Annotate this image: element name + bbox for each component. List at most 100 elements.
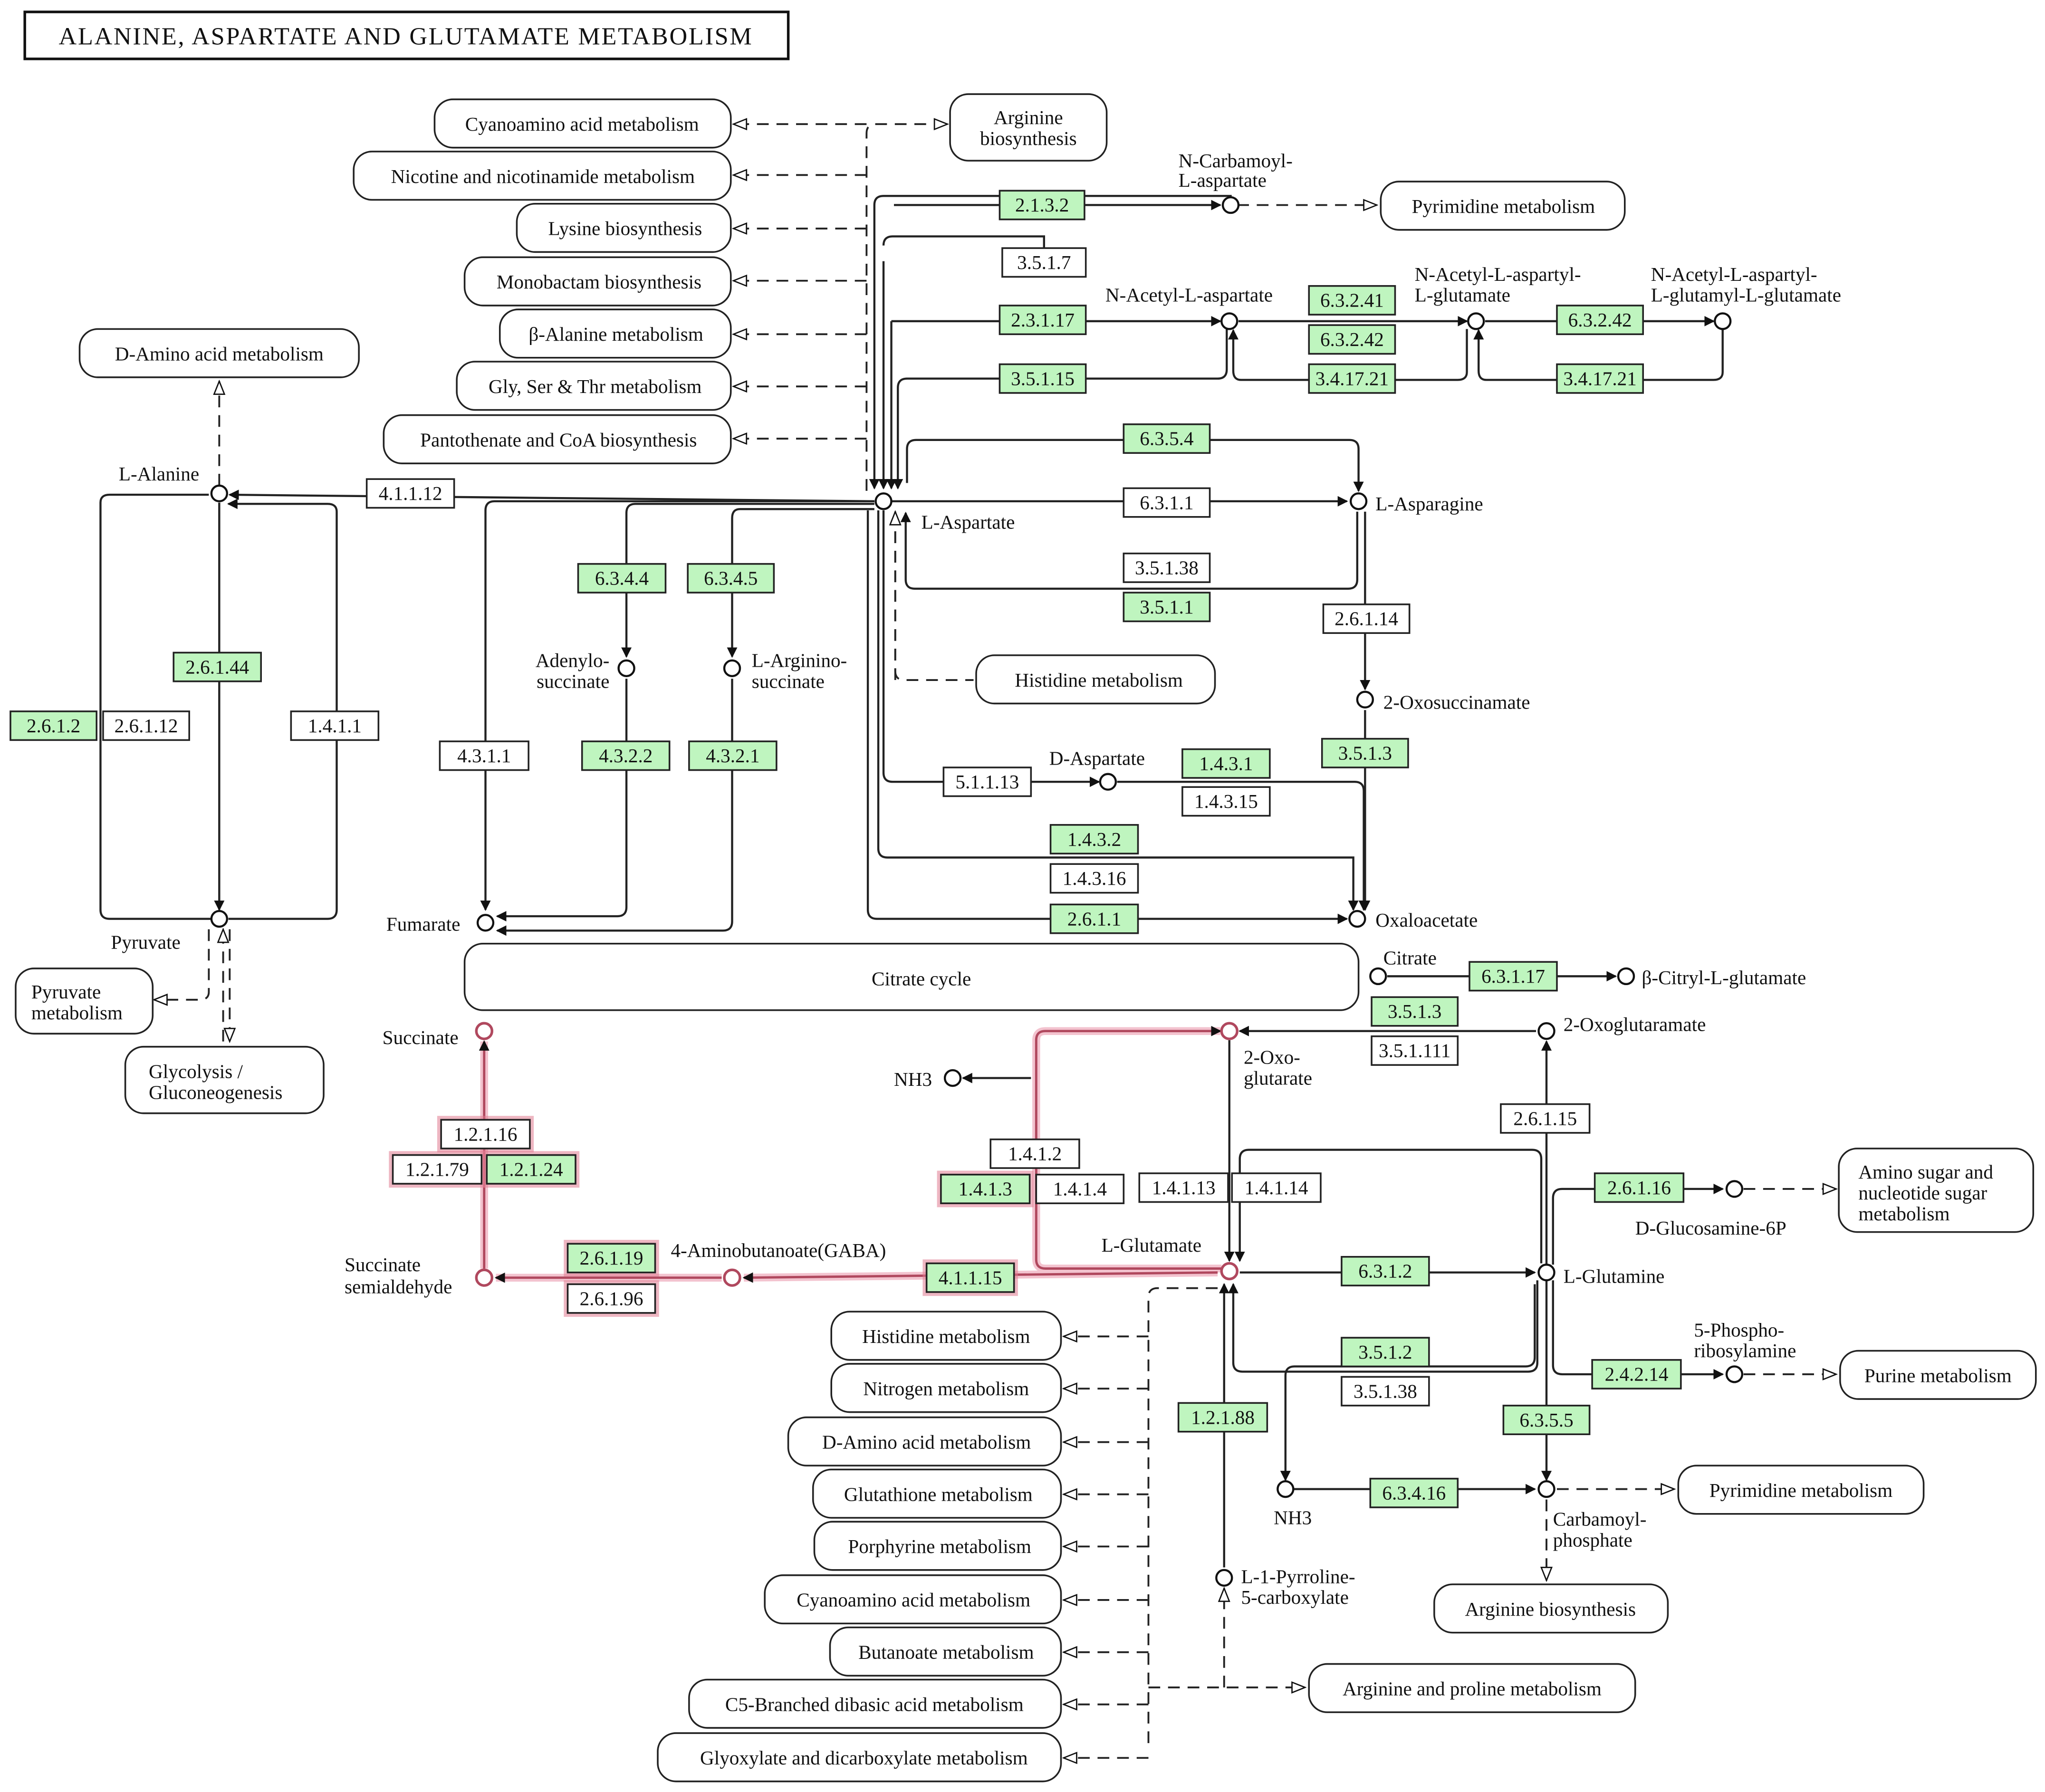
compound-l-1-pyrroline-5-carboxylate[interactable]: L-1-Pyrroline- 5-carboxylate [1215,1565,1355,1608]
enzyme-1-4-3-2[interactable]: 1.4.3.2 [1049,824,1139,855]
enzyme-6-3-4-16[interactable]: 6.3.4.16 [1369,1477,1459,1508]
pathway-d-amino-bottom[interactable]: D-Amino acid metabolism [787,1416,1062,1466]
pathway-nitrogen[interactable]: Nitrogen metabolism [830,1363,1062,1413]
pathway-pyrimidine-bottom[interactable]: Pyrimidine metabolism [1677,1465,1925,1515]
pathway-lysine[interactable]: Lysine biosynthesis [516,202,732,253]
enzyme-6-3-4-5[interactable]: 6.3.4.5 [687,563,775,594]
compound-2-oxoglutarate[interactable]: 2-Oxo- glutarate [1220,1022,1312,1089]
enzyme-4-1-1-15[interactable]: 4.1.1.15 [922,1259,1018,1296]
enzyme-1-4-3-15[interactable]: 1.4.3.15 [1181,786,1271,817]
pathway-amino-sugar[interactable]: Amino sugar and nucleotide sugar metabol… [1838,1148,2035,1233]
pathway-monobactam[interactable]: Monobactam biosynthesis [463,256,732,307]
enzyme-3-5-1-111[interactable]: 3.5.1.111 [1371,1035,1459,1066]
enzyme-1-2-1-16[interactable]: 1.2.1.16 [437,1116,534,1153]
enzyme-1-4-1-1[interactable]: 1.4.1.1 [290,710,380,741]
pathway-c5-branched[interactable]: C5-Branched dibasic acid metabolism [688,1678,1062,1729]
enzyme-1-4-1-3[interactable]: 1.4.1.3 [937,1170,1034,1207]
compound-l-alanine[interactable]: L-Alanine [119,463,229,503]
enzyme-3-4-17-21-b[interactable]: 3.4.17.21 [1556,363,1644,394]
pathway-porphyrine[interactable]: Porphyrine metabolism [813,1521,1062,1571]
enzyme-1-4-1-13[interactable]: 1.4.1.13 [1138,1172,1229,1203]
enzyme-1-2-1-24[interactable]: 1.2.1.24 [483,1151,580,1188]
compound-oxaloacetate[interactable]: Oxaloacetate [1348,909,1478,931]
compound-l-glutamine[interactable]: L-Glutamine [1537,1264,1665,1287]
compound-2-oxosuccinamate[interactable]: 2-Oxosuccinamate [1356,690,1530,713]
compound-n-acetyl-aspartyl-glutamyl-glutamate[interactable]: N-Acetyl-L-aspartyl- L-glutamyl-L-glutam… [1651,263,1841,330]
enzyme-2-6-1-2[interactable]: 2.6.1.2 [10,710,97,741]
enzyme-5-1-1-13[interactable]: 5.1.1.13 [942,767,1032,797]
pathway-glutathione[interactable]: Glutathione metabolism [812,1468,1062,1519]
compound-pyruvate[interactable]: Pyruvate [111,910,229,953]
compound-n-acetyl-l-aspartate[interactable]: N-Acetyl-L-aspartate [1105,284,1273,330]
pathway-d-amino-top[interactable]: D-Amino acid metabolism [78,328,360,378]
enzyme-6-3-5-5[interactable]: 6.3.5.5 [1502,1405,1591,1436]
enzyme-1-2-1-79[interactable]: 1.2.1.79 [389,1151,486,1188]
compound-nh3-top[interactable]: NH3 [894,1068,962,1090]
enzyme-4-3-1-1[interactable]: 4.3.1.1 [439,740,529,771]
enzyme-6-3-1-1[interactable]: 6.3.1.1 [1123,487,1211,518]
pathway-beta-alanine[interactable]: β-Alanine metabolism [499,308,732,359]
compound-5-phosphoribosylamine[interactable]: 5-Phospho- ribosylamine [1694,1319,1796,1383]
pathway-arginine-biosynthesis-top[interactable]: Arginine biosynthesis [949,93,1108,162]
enzyme-2-6-1-16[interactable]: 2.6.1.16 [1594,1172,1685,1203]
enzyme-3-5-1-15[interactable]: 3.5.1.15 [998,363,1087,394]
pathway-citrate-cycle[interactable]: Citrate cycle [463,942,1360,1011]
enzyme-2-3-1-17[interactable]: 2.3.1.17 [998,305,1087,335]
pathway-glyoxylate[interactable]: Glyoxylate and dicarboxylate metabolism [657,1732,1062,1782]
enzyme-2-4-2-14[interactable]: 2.4.2.14 [1591,1359,1682,1390]
enzyme-6-3-1-17[interactable]: 6.3.1.17 [1469,961,1558,992]
enzyme-3-5-1-38-top[interactable]: 3.5.1.38 [1123,552,1211,583]
compound-l-aspartate[interactable]: L-Aspartate [874,492,1015,533]
enzyme-3-5-1-2[interactable]: 3.5.1.2 [1341,1337,1430,1368]
pathway-pyrimidine-top[interactable]: Pyrimidine metabolism [1380,181,1626,231]
enzyme-1-4-1-14[interactable]: 1.4.1.14 [1231,1172,1322,1203]
enzyme-3-5-1-38-bottom[interactable]: 3.5.1.38 [1341,1376,1430,1407]
enzyme-1-4-1-2[interactable]: 1.4.1.2 [989,1138,1080,1169]
pathway-histidine-top[interactable]: Histidine metabolism [975,654,1216,705]
enzyme-3-5-1-3-top[interactable]: 3.5.1.3 [1321,738,1409,768]
compound-gaba[interactable]: 4-Aminobutanoate(GABA) [671,1239,886,1287]
enzyme-3-5-1-1[interactable]: 3.5.1.1 [1123,592,1211,623]
pathway-cyanoamino-top[interactable]: Cyanoamino acid metabolism [433,98,732,149]
compound-l-asparagine[interactable]: L-Asparagine [1349,492,1483,515]
enzyme-6-3-1-2[interactable]: 6.3.1.2 [1341,1255,1430,1286]
enzyme-4-3-2-2[interactable]: 4.3.2.2 [581,740,671,771]
pathway-purine[interactable]: Purine metabolism [1839,1350,2037,1400]
compound-l-argininosuccinate[interactable]: L-Arginino- succinate [723,650,847,692]
pathway-gly-ser-thr[interactable]: Gly, Ser & Thr metabolism [456,361,732,411]
compound-succinate[interactable]: Succinate [383,1022,493,1048]
enzyme-2-6-1-1[interactable]: 2.6.1.1 [1049,903,1139,934]
compound-citrate[interactable]: Citrate [1369,947,1437,986]
compound-d-aspartate[interactable]: D-Aspartate [1049,747,1145,791]
pathway-nicotine[interactable]: Nicotine and nicotinamide metabolism [353,151,732,201]
pathway-pyruvate-metabolism[interactable]: Pyruvate metabolism [15,968,154,1035]
compound-succinate-semialdehyde[interactable]: Succinate semialdehyde [345,1254,493,1298]
compound-n-carbamoyl-l-aspartate[interactable]: N-Carbamoyl- L-aspartate [1179,150,1293,214]
enzyme-3-5-1-7[interactable]: 3.5.1.7 [1001,247,1087,278]
pathway-histidine-bottom[interactable]: Histidine metabolism [830,1311,1062,1361]
enzyme-2-6-1-19[interactable]: 2.6.1.19 [564,1240,659,1276]
pathway-arginine-proline[interactable]: Arginine and proline metabolism [1308,1663,1636,1713]
pathway-cyanoamino-bottom[interactable]: Cyanoamino acid metabolism [764,1574,1062,1625]
enzyme-1-4-3-1[interactable]: 1.4.3.1 [1181,748,1271,779]
compound-l-glutamate[interactable]: L-Glutamate [1102,1234,1239,1281]
enzyme-6-3-5-4[interactable]: 6.3.5.4 [1123,423,1211,454]
compound-2-oxoglutaramate[interactable]: 2-Oxoglutaramate [1537,1014,1706,1040]
enzyme-2-6-1-14[interactable]: 2.6.1.14 [1322,603,1411,634]
compound-fumarate[interactable]: Fumarate [386,913,495,935]
compound-beta-citryl-l-glutamate[interactable]: β-Citryl-L-glutamate [1617,967,1806,988]
compound-n-acetyl-aspartyl-glutamate[interactable]: N-Acetyl-L-aspartyl- L-glutamate [1415,263,1581,330]
enzyme-6-3-2-42-a[interactable]: 6.3.2.42 [1308,324,1396,355]
enzyme-4-3-2-1[interactable]: 4.3.2.1 [688,740,778,771]
pathway-glycolysis[interactable]: Glycolysis / Gluconeogenesis [124,1045,325,1114]
compound-carbamoyl-phosphate[interactable]: Carbamoyl- phosphate [1537,1480,1647,1551]
enzyme-2-6-1-15[interactable]: 2.6.1.15 [1500,1103,1591,1134]
compound-d-glucosamine-6p[interactable]: D-Glucosamine-6P [1635,1180,1786,1239]
enzyme-2-1-3-2[interactable]: 2.1.3.2 [998,190,1085,220]
pathway-pantothenate[interactable]: Pantothenate and CoA biosynthesis [383,414,732,464]
enzyme-3-5-1-3-mid[interactable]: 3.5.1.3 [1371,996,1459,1027]
enzyme-4-1-1-12[interactable]: 4.1.1.12 [365,478,455,509]
enzyme-1-4-1-4[interactable]: 1.4.1.4 [1035,1173,1125,1204]
enzyme-1-4-3-16[interactable]: 1.4.3.16 [1049,863,1139,894]
enzyme-2-6-1-96[interactable]: 2.6.1.96 [564,1280,659,1317]
